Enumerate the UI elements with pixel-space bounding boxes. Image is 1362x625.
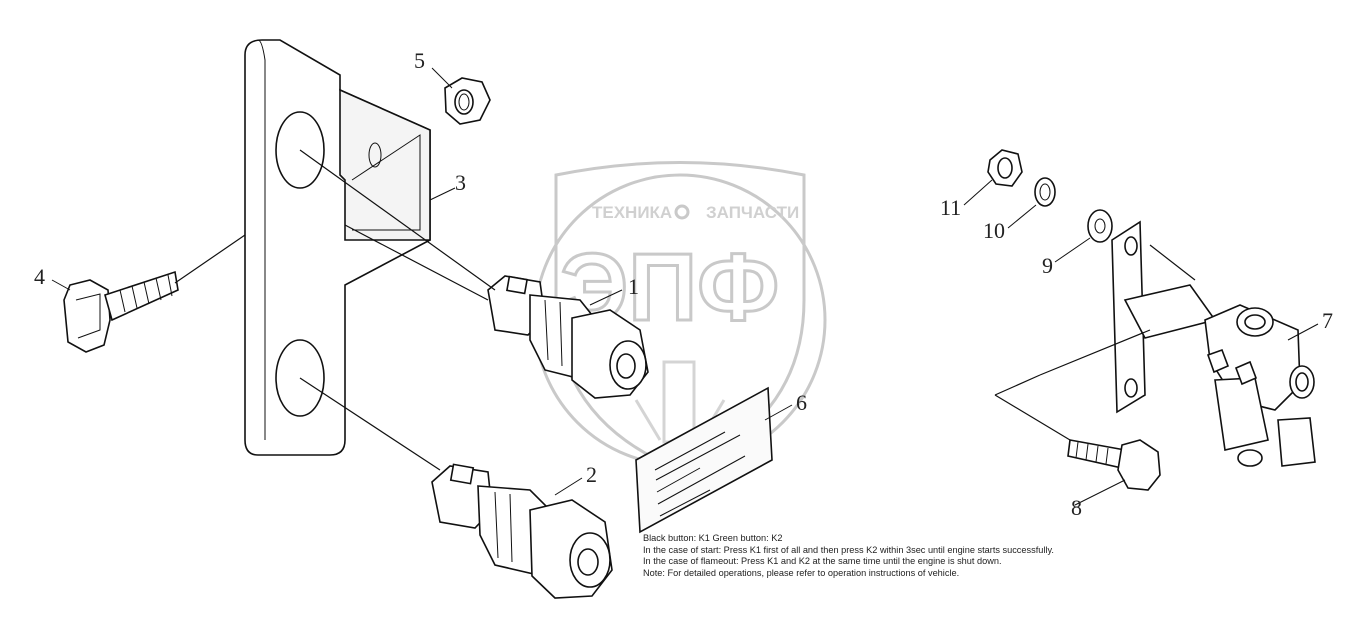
- assembly-lines: [51, 67, 1319, 506]
- switch-part-1: [487, 275, 649, 399]
- note-line-4: Note: For detailed operations, please re…: [643, 567, 960, 578]
- callout-1: 1: [628, 274, 639, 299]
- callout-7: 7: [1322, 308, 1333, 333]
- flat-washer-part-9: [1087, 209, 1113, 243]
- callout-3: 3: [455, 170, 466, 195]
- spring-washer-part-10: [1034, 177, 1056, 207]
- callout-5: 5: [414, 48, 425, 73]
- callout-4: 4: [34, 264, 45, 289]
- note-line-3: In the case of flameout: Press K1 and K2…: [643, 556, 1002, 566]
- valve-assembly-part-7: [1111, 220, 1316, 467]
- bracket-part-3: [244, 39, 431, 456]
- callout-8: 8: [1071, 495, 1082, 520]
- gear-icon: [674, 204, 690, 220]
- watermark-text-left: ТЕХНИКА: [592, 203, 672, 222]
- switch-part-2: [431, 463, 613, 599]
- callout-10: 10: [983, 218, 1005, 243]
- note-line-1: Black button: K1 Green button: K2: [643, 533, 783, 543]
- callout-11: 11: [940, 195, 961, 220]
- nut-part-11: [987, 149, 1023, 187]
- nut-part-5: [444, 77, 491, 125]
- callout-2: 2: [586, 462, 597, 487]
- bolt-part-8: [1067, 439, 1161, 491]
- bolt-part-4: [63, 270, 179, 353]
- note-line-2: In the case of start: Press K1 first of …: [643, 544, 1054, 555]
- instruction-note: Black button: K1 Green button: K2 In the…: [643, 533, 1063, 579]
- callout-9: 9: [1042, 253, 1053, 278]
- instruction-plate-part-6: [635, 386, 773, 534]
- watermark-text-right: ЗАПЧАСТИ: [706, 203, 799, 222]
- callout-6: 6: [796, 390, 807, 415]
